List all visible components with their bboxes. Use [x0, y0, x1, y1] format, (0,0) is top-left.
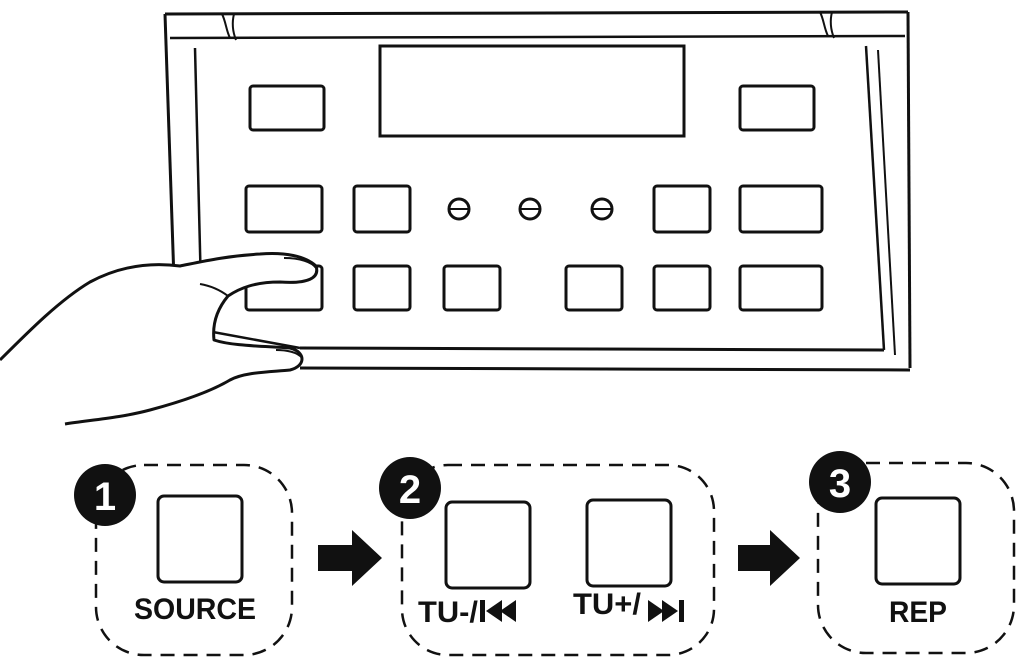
knob — [590, 197, 614, 221]
hand-pressing-icon — [0, 252, 319, 426]
step-2: TU-/ TU+/ 2 — [379, 457, 716, 657]
device-left-edge — [163, 13, 177, 311]
device-bottom-outer — [299, 366, 911, 372]
tu-plus-button — [585, 498, 673, 588]
step-number: 2 — [399, 468, 421, 512]
step-3-frame — [816, 461, 1016, 655]
device-face-right-inner — [877, 49, 896, 356]
knob — [447, 197, 471, 221]
device-right-edge — [906, 11, 912, 369]
tu-minus-button — [444, 500, 532, 590]
rep-label: REP — [889, 596, 947, 629]
step-1: SOURCE 1 — [74, 463, 294, 657]
panel-button — [738, 184, 824, 234]
panel-button — [248, 84, 326, 132]
step-number: 1 — [94, 475, 116, 519]
panel-button — [652, 184, 712, 234]
step-3: REP 3 — [809, 451, 1016, 655]
rep-button — [874, 496, 962, 586]
panel-button — [652, 264, 712, 312]
right-arrow-icon — [318, 530, 382, 586]
right-hinge — [819, 11, 835, 39]
device-top-edge — [164, 10, 909, 16]
panel-button — [352, 184, 412, 234]
step-number-badge — [809, 451, 871, 513]
display-window — [378, 44, 686, 138]
panel-button — [352, 264, 412, 312]
tu-minus-label: TU-/ — [418, 596, 479, 629]
step-number-badge — [379, 457, 441, 519]
panel-button — [738, 84, 816, 132]
skip-forward-icon — [648, 600, 684, 622]
tu-plus-label: TU+/ — [573, 588, 642, 621]
device-top-rail — [169, 34, 906, 40]
source-label: SOURCE — [134, 593, 256, 626]
device-bottom-left — [201, 328, 301, 350]
left-hinge — [221, 13, 237, 41]
panel-button — [244, 184, 324, 234]
knob — [518, 197, 542, 221]
device-panel — [163, 10, 912, 372]
step-number: 3 — [829, 462, 851, 506]
skip-back-icon — [480, 600, 516, 622]
panel-button — [738, 264, 824, 312]
right-arrow-icon — [738, 530, 800, 586]
panel-button — [442, 264, 502, 312]
panel-button — [564, 264, 624, 312]
device-face-right — [864, 45, 886, 351]
step-1-frame — [94, 463, 294, 657]
source-button — [156, 494, 244, 584]
device-bottom-edge — [299, 346, 885, 352]
step-number-badge — [74, 464, 136, 526]
